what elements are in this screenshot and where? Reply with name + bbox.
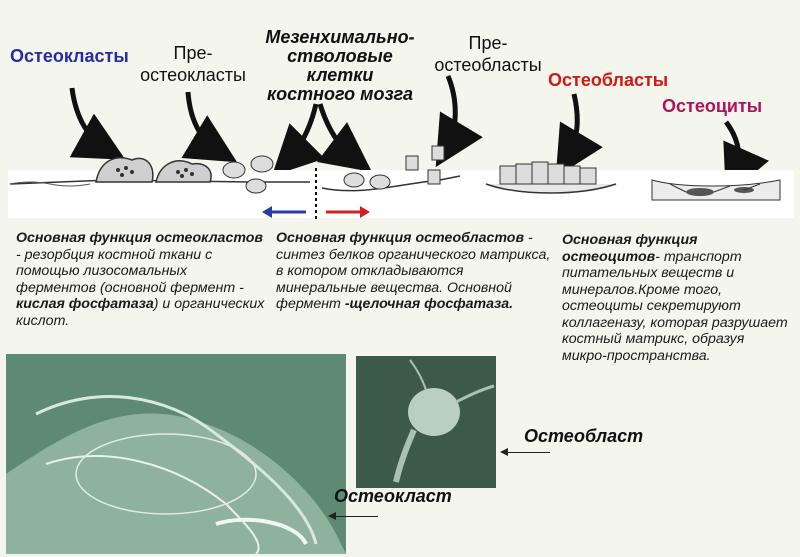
description-osteoclast-bold-2: кислая фосфатаза — [16, 296, 154, 312]
arrow-preosteoclasts — [181, 91, 238, 163]
description-osteoblast-bold-1: Основная функция остеобластов — [276, 230, 525, 246]
description-osteoblast-bold-2: -щелочная фосфатаза. — [344, 296, 514, 312]
arrow-osteoblasts — [555, 93, 603, 178]
caption-osteoclast: Остеокласт — [334, 486, 452, 506]
description-osteocyte-text-1: - транспорт питательных веществ и минера… — [562, 248, 788, 364]
label-preosteoblasts-line2: остеобласты — [434, 55, 542, 75]
description-osteoclast-text-2: ) и органических кислот. — [16, 296, 265, 329]
label-msc-line4: костного мозга — [266, 84, 414, 104]
description-osteoclast: Основная функция остеокластов - резорбци… — [16, 230, 266, 329]
label-preosteoblasts: Пре- остеобласты — [418, 32, 558, 76]
arrow-msc-right — [316, 103, 372, 173]
label-osteoclasts: Остеокласты — [10, 46, 129, 66]
label-msc-line1: Мезенхимально- — [265, 27, 415, 47]
osteoclast-cell-1 — [95, 157, 154, 183]
description-osteoclast-text-1: - резорбция костной ткани с помощью лизо… — [16, 246, 244, 296]
caption-osteoblast-arrow — [504, 452, 550, 453]
bone-cells-illustration — [9, 145, 781, 220]
arrow-preosteoblasts — [435, 75, 483, 168]
label-msc-line3: клетки — [306, 65, 374, 85]
caption-osteoblast: Остеобласт — [524, 426, 644, 446]
label-preosteoclasts: Пре- остеокласты — [128, 42, 258, 86]
label-mesenchymal-stem-cells: Мезенхимально- стволовые клетки костного… — [250, 28, 430, 104]
caption-osteoclast-arrow — [332, 516, 378, 517]
description-osteoblast: Основная функция остеобластов - синтез б… — [276, 230, 556, 313]
osteoblast-micrograph-shapes — [356, 356, 496, 488]
caption-osteoclast-arrowhead — [328, 512, 336, 520]
description-osteocyte: Основная функция остеоцитов- транспорт п… — [562, 232, 792, 364]
label-msc-line2: стволовые — [287, 46, 393, 66]
description-osteoclast-bold-1: Основная функция остеокластов — [16, 230, 263, 246]
caption-osteoblast-arrowhead — [500, 448, 508, 456]
label-preosteoblasts-line1: Пре- — [468, 33, 508, 53]
osteoclast-cell-2 — [155, 160, 212, 183]
description-osteocyte-bold-1: Основная функция остеоцитов — [562, 232, 698, 265]
label-osteocytes: Остеоциты — [662, 96, 763, 116]
arrow-msc-left — [271, 103, 325, 177]
osteoclast-micrograph — [6, 354, 346, 554]
label-preosteoclasts-line1: Пре- — [173, 43, 213, 63]
osteoblast-micrograph — [356, 356, 496, 488]
label-preosteoclasts-line2: остеокласты — [140, 65, 246, 85]
pointer-arrows — [69, 75, 770, 197]
description-osteoblast-text-1: - синтез белков органического матрикса, … — [276, 230, 551, 312]
arrow-osteoclasts — [69, 87, 126, 160]
osteoclast-micrograph-shapes — [6, 354, 346, 554]
label-osteoblasts: Остеобласты — [548, 70, 669, 90]
